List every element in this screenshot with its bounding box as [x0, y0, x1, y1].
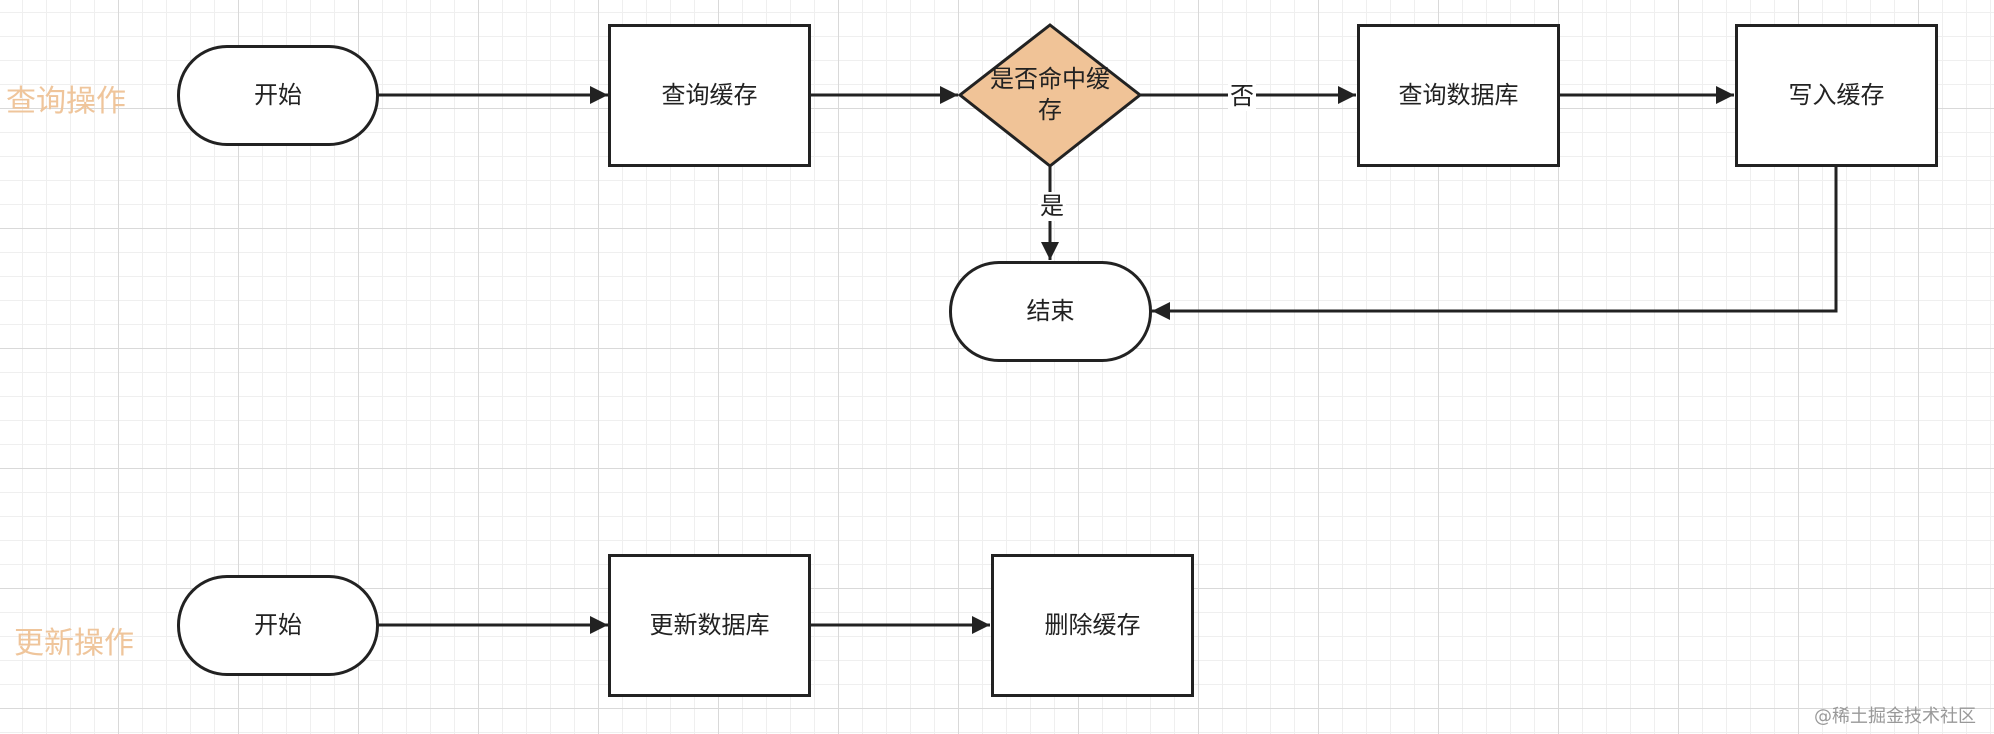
section-label-query: 查询操作 — [6, 84, 126, 119]
query-db-node: 查询数据库 — [1357, 24, 1560, 167]
edge-label-no: 否 — [1228, 82, 1256, 111]
update-db-node: 更新数据库 — [608, 554, 811, 697]
query-end-node: 结束 — [949, 261, 1152, 362]
watermark: @稀土掘金技术社区 — [1814, 706, 1976, 727]
decision-diamond-shape — [957, 23, 1143, 168]
query-start-node: 开始 — [177, 45, 379, 146]
update-start-node: 开始 — [177, 575, 379, 676]
delete-cache-node: 删除缓存 — [991, 554, 1194, 697]
section-label-update: 更新操作 — [14, 626, 134, 661]
write-cache-node: 写入缓存 — [1735, 24, 1938, 167]
decision-cache-hit-label: 是否命中缓存 — [990, 64, 1110, 124]
edge-label-yes: 是 — [1038, 192, 1066, 221]
arrow-write-cache-to-end — [1152, 166, 1838, 320]
query-cache-node: 查询缓存 — [608, 24, 811, 167]
